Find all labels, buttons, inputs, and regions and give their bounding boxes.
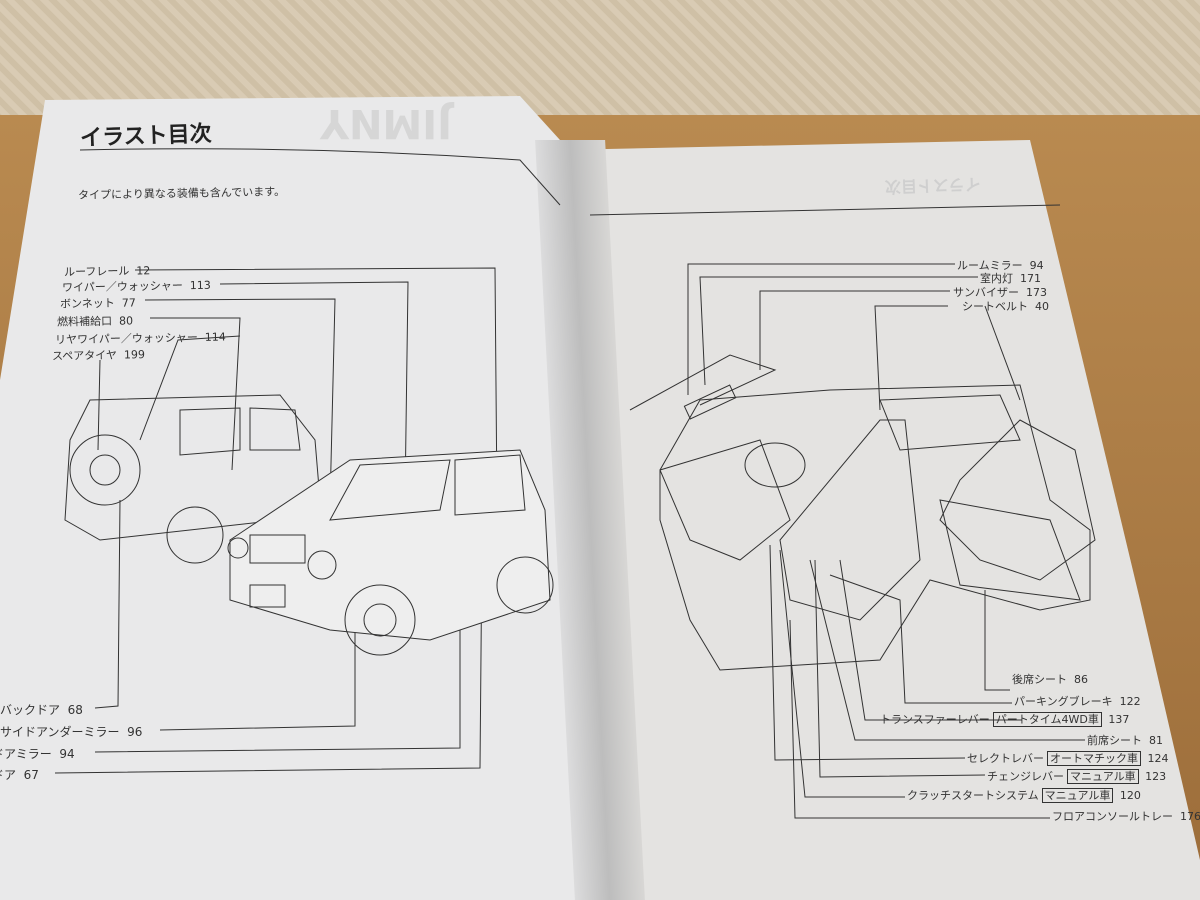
label-room-lamp: 室内灯 171 — [980, 272, 1041, 285]
label-side-under-mirror: サイドアンダーミラー 96 — [0, 725, 143, 739]
label-floor-console-tray: フロアコンソールトレー 176 — [1052, 810, 1200, 823]
label-transfer-lever: トランスファーレバーパートタイム4WD車 137 — [880, 712, 1130, 727]
label-back-door: バックドア 68 — [0, 703, 83, 717]
label-clutch-start-system: クラッチスタートシステムマニュアル車 120 — [907, 788, 1141, 803]
label-spare-tire: スペアタイヤ 199 — [51, 348, 146, 363]
label-rear-wiper: リヤワイパー／ウォッシャー 114 — [54, 330, 226, 347]
label-fuel-filler: 燃料補給口 80 — [56, 314, 134, 329]
label-change-lever: チェンジレバーマニュアル車 123 — [987, 769, 1167, 784]
label-seat-belt: シートベルト 40 — [962, 300, 1049, 313]
label-parking-brake: パーキングブレーキ 122 — [1014, 695, 1141, 708]
label-bonnet: ボンネット 77 — [59, 296, 136, 311]
label-sun-visor: サンバイザー 173 — [953, 286, 1047, 299]
label-rear-seat: 後席シート 86 — [1012, 673, 1088, 686]
label-select-lever: セレクトレバーオートマチック車 124 — [967, 751, 1169, 766]
label-room-mirror: ルームミラー 94 — [957, 259, 1044, 272]
label-door-mirror: ドアミラー 94 — [0, 747, 75, 761]
label-wiper-washer: ワイパー／ウォッシャー 113 — [61, 278, 211, 295]
label-front-seat: 前席シート 81 — [1087, 734, 1163, 747]
label-door: ドア 67 — [0, 768, 39, 782]
